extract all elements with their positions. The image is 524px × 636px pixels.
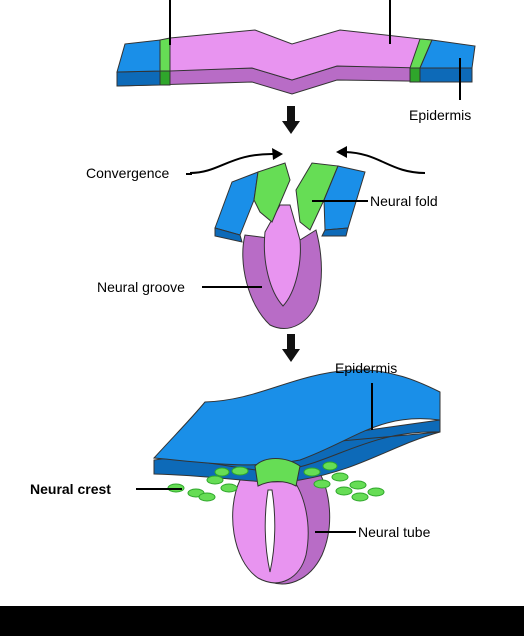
- down-arrow-1: [282, 106, 300, 134]
- crest-right-front: [409, 67, 421, 83]
- label-neural-crest: Neural crest: [30, 481, 111, 497]
- neural-crest-cells: [167, 461, 385, 502]
- stage-1-neural-plate: Epidermis: [116, 0, 476, 123]
- neural-crest-cap: [254, 458, 301, 487]
- crest-cell: [303, 467, 321, 477]
- crest-cell: [335, 486, 353, 496]
- crest-cell: [214, 467, 230, 477]
- label-epidermis-bottom: Epidermis: [335, 360, 397, 376]
- neural-groove-inner: [263, 204, 301, 307]
- crest-cell: [322, 461, 338, 471]
- label-epidermis-top: Epidermis: [409, 107, 471, 123]
- fold-right-front: [321, 227, 349, 237]
- crest-left-front: [159, 70, 171, 86]
- epidermis-left-front: [116, 70, 161, 87]
- crest-cell: [367, 487, 385, 497]
- crest-cell: [206, 475, 224, 485]
- down-arrow-2: [282, 334, 300, 362]
- convergence-arrow-right: [344, 151, 426, 174]
- crest-cell: [349, 480, 367, 490]
- label-convergence: Convergence: [86, 165, 169, 181]
- crest-cell: [351, 492, 369, 502]
- stage-2-neural-groove: Convergence Neural fold Neural groove: [86, 146, 438, 329]
- epidermis-left-top: [116, 39, 161, 73]
- neural-tube-lumen: [264, 489, 276, 573]
- stage-3-neural-tube: Epidermis Neural crest Neural tube: [30, 360, 441, 585]
- epidermis-right-top: [419, 39, 476, 69]
- crest-left-top: [159, 37, 171, 72]
- footer-bar: [0, 606, 524, 636]
- label-neural-fold: Neural fold: [370, 193, 438, 209]
- crest-cell: [231, 466, 249, 476]
- label-neural-groove: Neural groove: [97, 279, 185, 295]
- fold-left-front: [214, 227, 243, 243]
- epidermis-sheet-top: [152, 369, 441, 466]
- epidermis-right-front: [419, 67, 473, 83]
- fold-left-crest: [253, 162, 291, 223]
- crest-cell: [313, 479, 331, 489]
- crest-cell: [198, 492, 216, 502]
- crest-cell: [220, 483, 238, 493]
- label-neural-tube: Neural tube: [358, 524, 431, 540]
- crest-cell: [331, 472, 349, 482]
- fold-left-epidermis: [214, 171, 259, 236]
- convergence-arrow-left: [189, 152, 276, 174]
